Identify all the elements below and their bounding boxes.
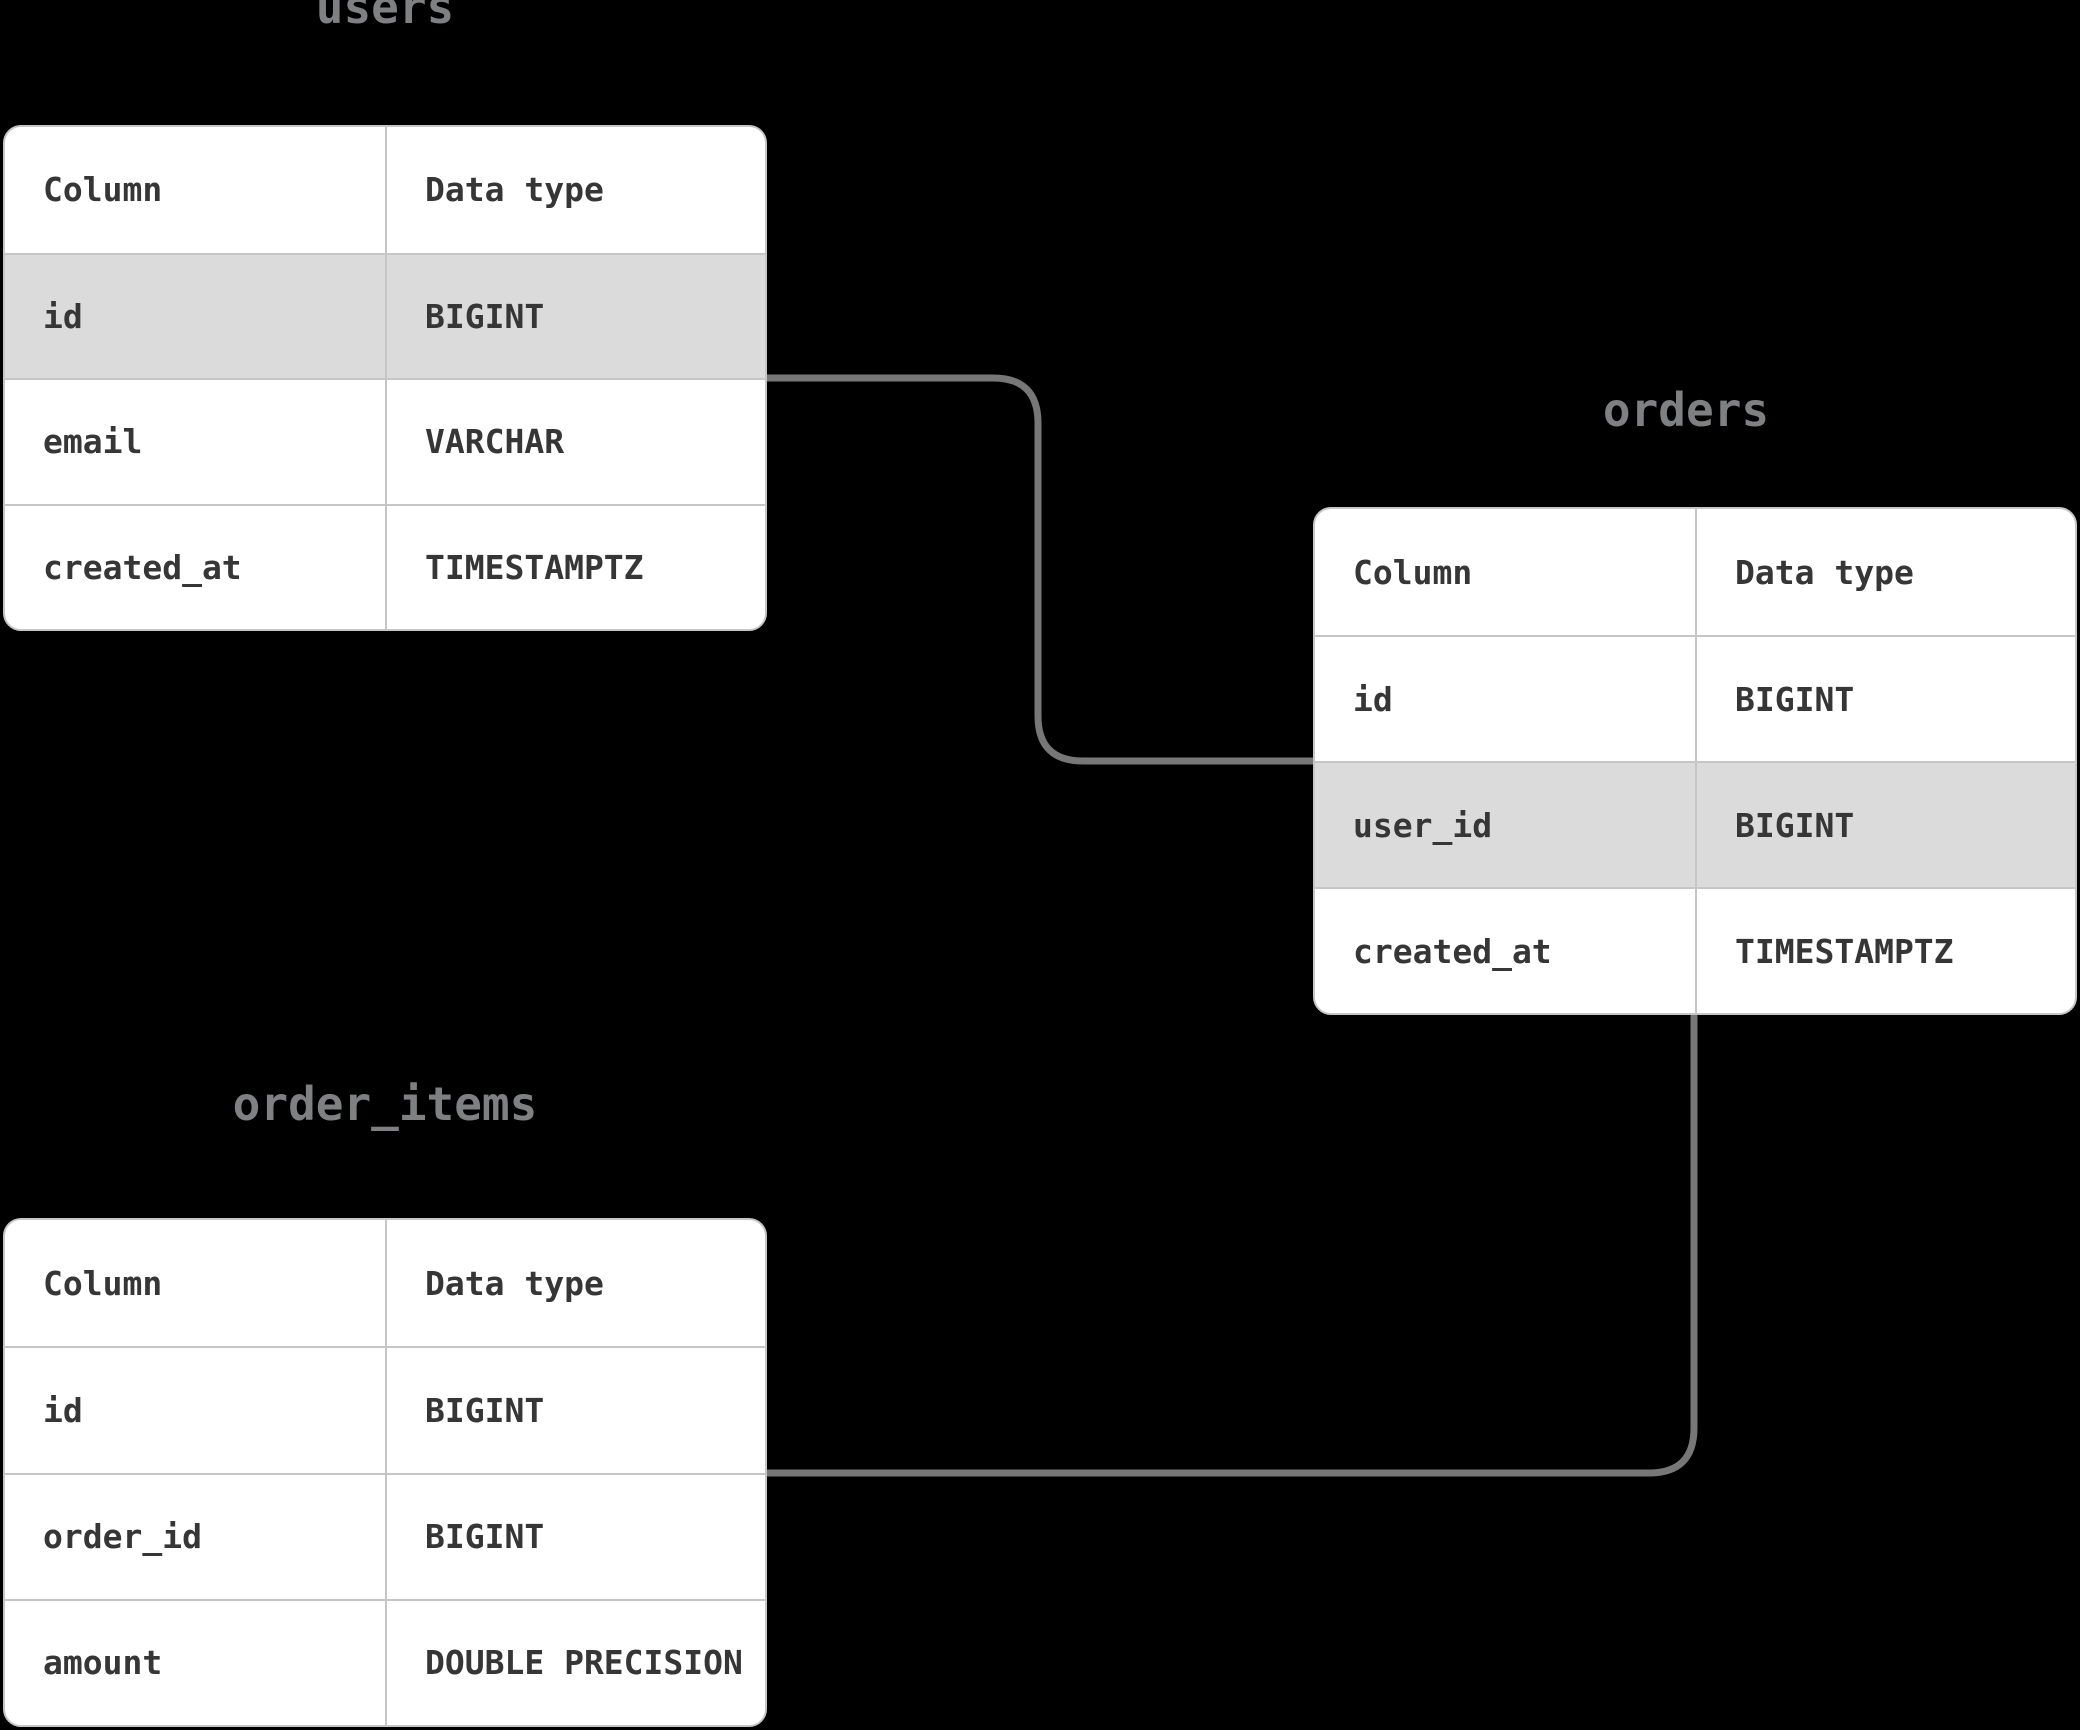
data-type-cell: DOUBLE PRECISION [385,1600,765,1725]
column-name-cell: id [1353,679,1393,719]
table-row-user-id: user_id BIGINT [1315,761,2075,887]
column-header: Column [43,1263,163,1303]
column-name-cell: id [43,296,83,336]
table-title-orders: orders [1602,383,1770,437]
table-title-order-items: order_items [232,1077,538,1131]
data-type-cell: BIGINT [385,1474,765,1599]
edge-users-orders[interactable] [762,374,1319,765]
column-name-cell: email [43,422,143,462]
edge-orders-order-items[interactable] [762,1012,1698,1477]
table-row-id: id BIGINT [5,252,765,378]
table-node-orders[interactable]: Column Data type id BIGINT user_id BIGIN… [1313,507,2077,1015]
table-row-id: id BIGINT [5,1346,765,1473]
datatype-header: Data type [1695,509,2075,635]
table-row-id: id BIGINT [1315,635,2075,761]
table-row-amount: amount DOUBLE PRECISION [5,1598,765,1725]
column-header: Column [43,170,163,210]
column-name-cell: id [43,1390,83,1430]
table-header-row: Column Data type [1315,509,2075,635]
column-name-cell: amount [43,1643,163,1683]
column-name-cell: order_id [43,1517,202,1557]
data-type-cell: TIMESTAMPTZ [1695,889,2075,1013]
column-name-cell: created_at [43,547,242,587]
table-node-order-items[interactable]: Column Data type id BIGINT order_id BIGI… [3,1218,767,1727]
data-type-cell: TIMESTAMPTZ [385,505,765,629]
table-header-row: Column Data type [5,1220,765,1347]
data-type-cell: BIGINT [385,1348,765,1473]
datatype-header: Data type [385,1220,765,1347]
data-type-cell: BIGINT [385,254,765,378]
data-type-cell: BIGINT [1695,763,2075,887]
column-name-cell: created_at [1353,931,1552,971]
table-title-users: users [315,0,455,34]
table-header-row: Column Data type [5,127,765,253]
table-row-created-at: created_at TIMESTAMPTZ [5,503,765,629]
table-row-email: email VARCHAR [5,378,765,504]
table-row-order-id: order_id BIGINT [5,1472,765,1599]
table-row-created-at: created_at TIMESTAMPTZ [1315,887,2075,1013]
column-header: Column [1353,552,1473,592]
column-name-cell: user_id [1353,805,1493,845]
datatype-header: Data type [385,127,765,253]
data-type-cell: VARCHAR [385,380,765,504]
table-node-users[interactable]: Column Data type id BIGINT email VARCHAR… [3,125,767,631]
data-type-cell: BIGINT [1695,637,2075,761]
